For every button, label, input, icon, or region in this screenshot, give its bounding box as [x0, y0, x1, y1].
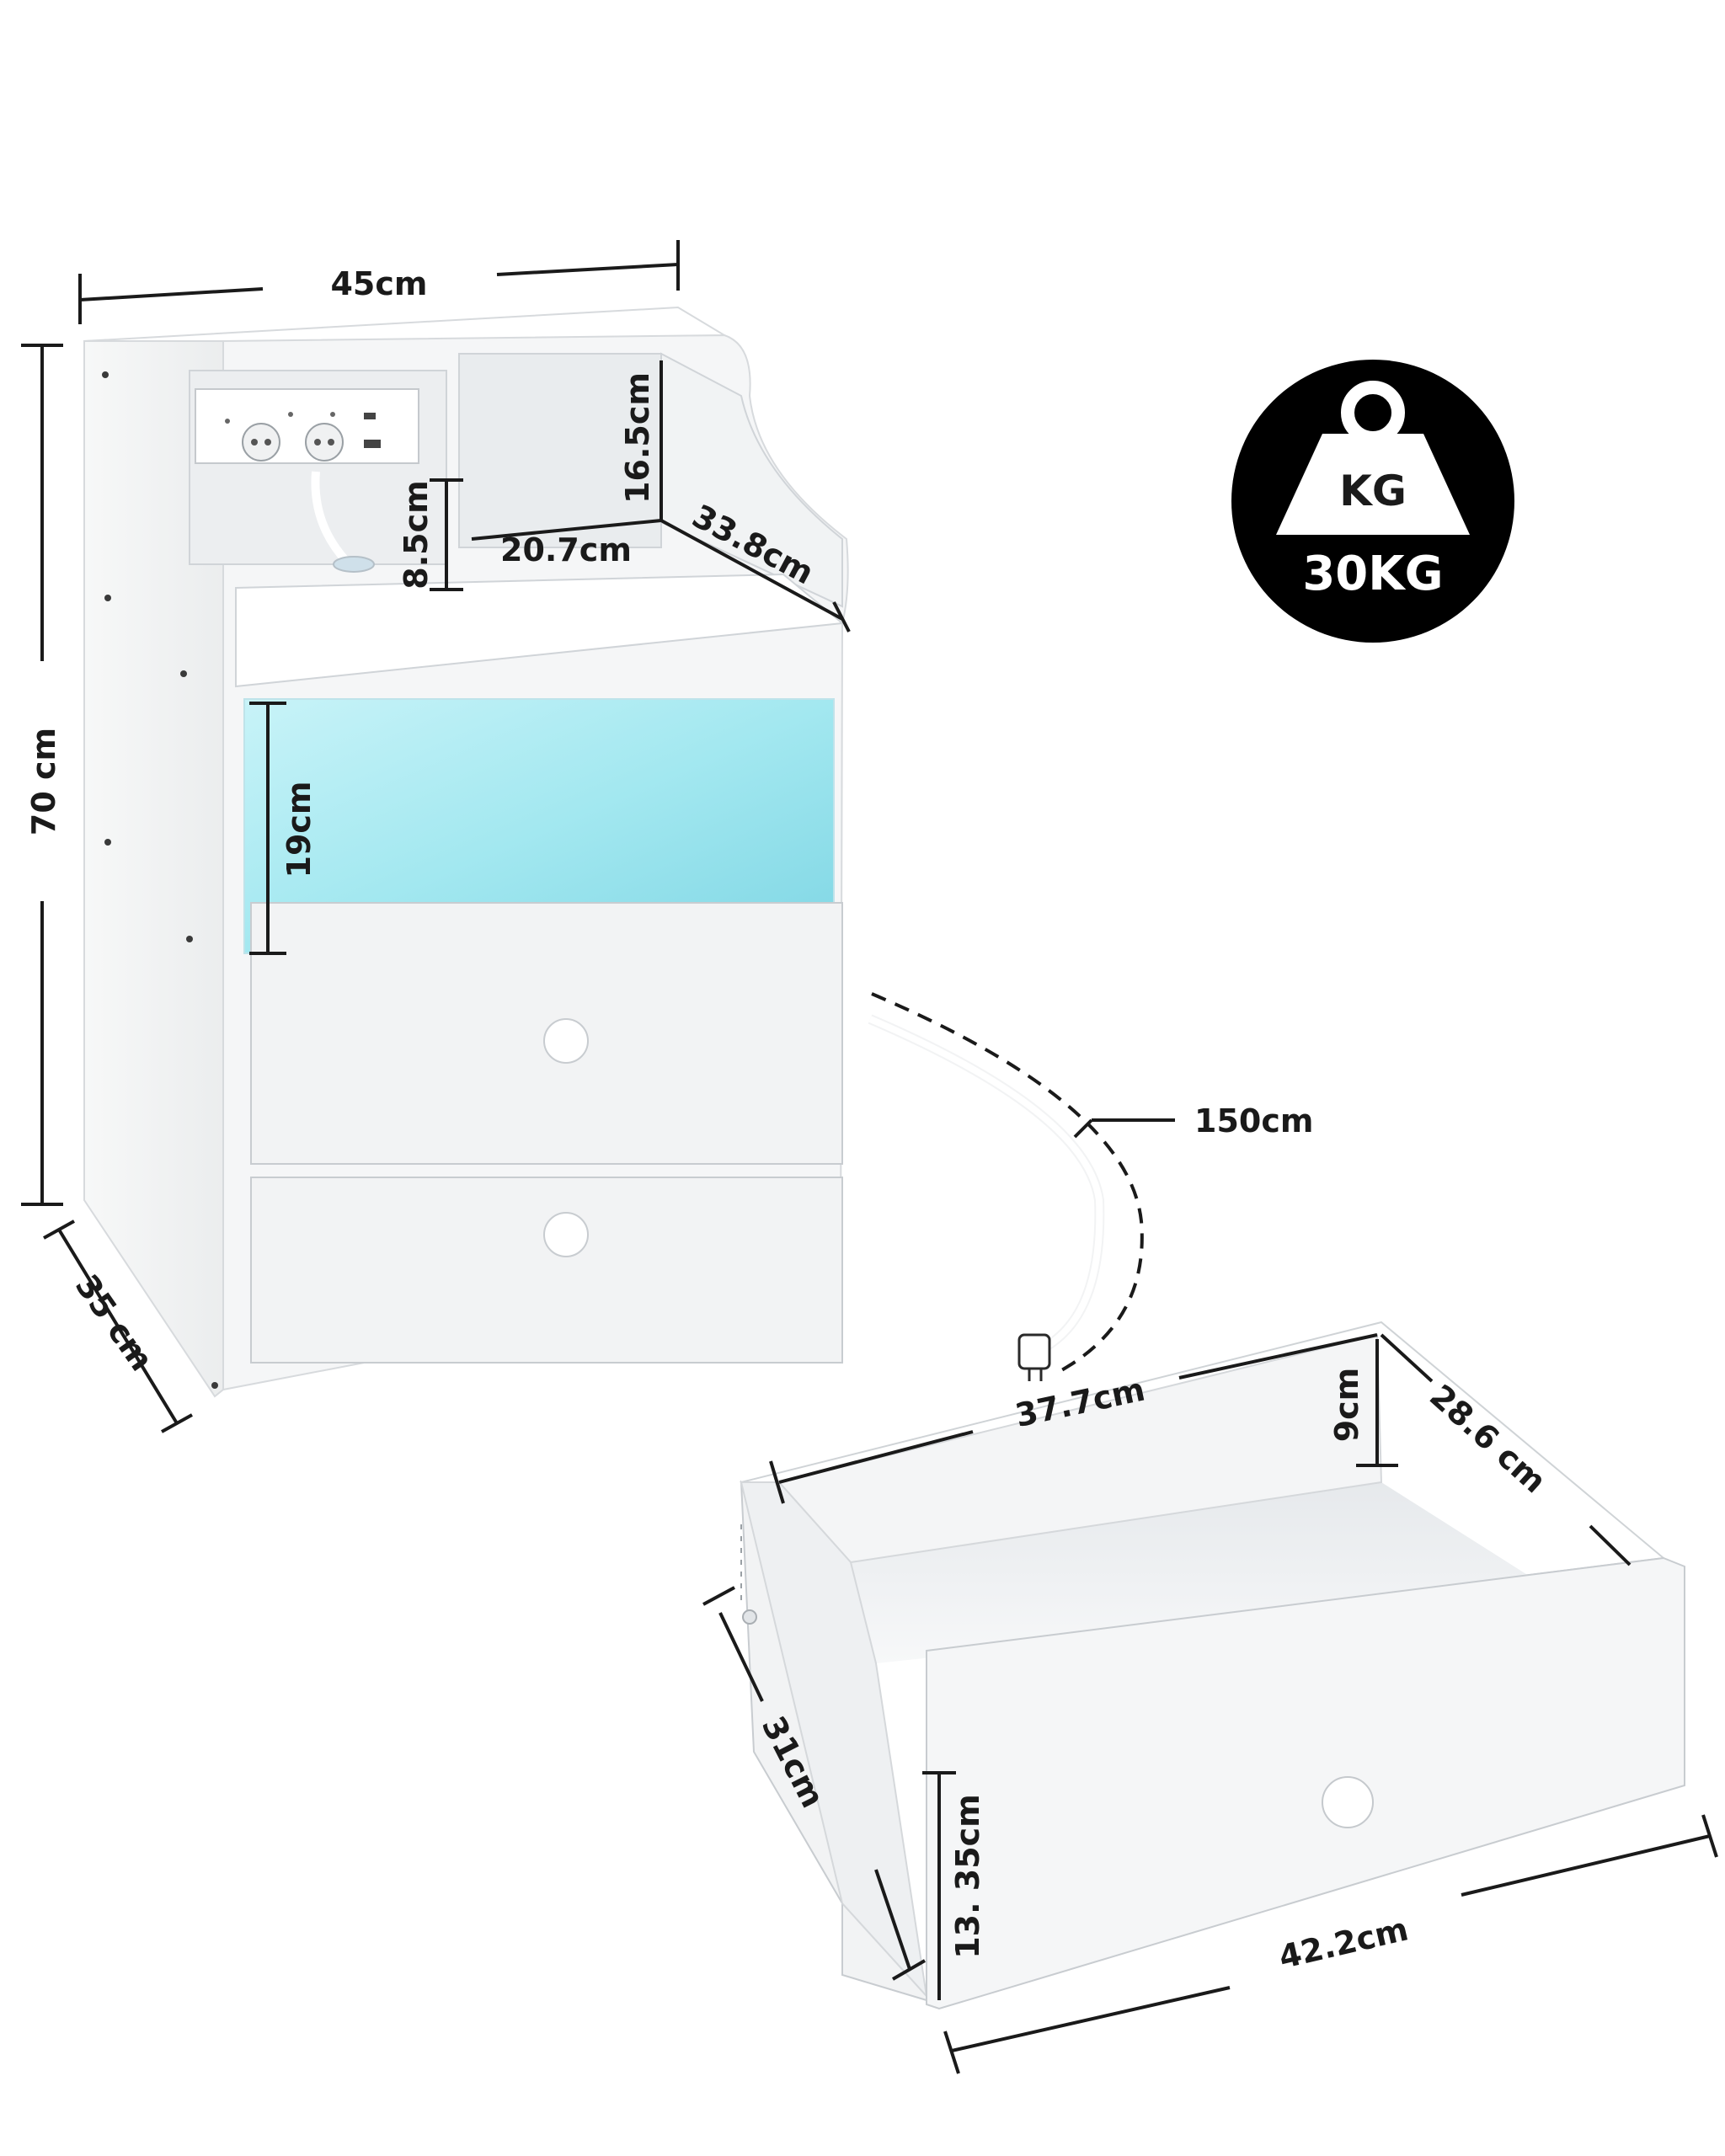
side-panel-holes	[102, 371, 218, 1389]
cable-grommet	[333, 556, 375, 573]
socket-outlet-left	[242, 423, 280, 462]
weight-unit-label: KG	[1339, 467, 1407, 515]
drawer-front-width-label: 42.2cm	[1275, 1910, 1412, 1976]
drawer-knob	[1322, 1776, 1374, 1828]
drawer-top-knob	[543, 1018, 589, 1064]
shelf-height-label: 16.5cm	[619, 372, 656, 504]
drawer-bottom-knob	[543, 1212, 589, 1257]
nightstand-dimension-lines	[21, 240, 1175, 1433]
weight-capacity-badge: KG 30KG	[1231, 360, 1514, 643]
drawer-bottom	[250, 1177, 843, 1364]
power-cable	[868, 1015, 1104, 1352]
cable-length-dashed-line	[871, 992, 1144, 1374]
drawer-front-panel	[926, 1556, 1685, 2010]
drawer-dimension-lines	[702, 1333, 1718, 2074]
led-height-label: 19cm	[280, 781, 318, 878]
power-strip	[195, 388, 419, 464]
drawer-inner-height-label: 9cm	[1328, 1368, 1365, 1443]
drawer-inner-floor	[851, 1482, 1554, 1663]
cable-length-label: 150cm	[1194, 1102, 1313, 1139]
socket-outlet-right	[305, 423, 344, 462]
weight-capacity-label: 30KG	[1302, 547, 1443, 601]
kettlebell-weight-icon	[1276, 381, 1470, 535]
plug-icon	[1017, 1333, 1051, 1381]
open-drawer	[739, 1321, 1685, 2010]
usb-port	[364, 440, 381, 448]
shelf-width-label: 20.7cm	[500, 531, 632, 568]
height-label: 70 cm	[25, 728, 62, 835]
drawer-front-height-label: 13. 35cm	[949, 1794, 986, 1959]
nightstand	[83, 306, 1105, 1398]
open-shelf-compartment	[458, 353, 662, 548]
width-label: 45cm	[330, 265, 427, 302]
shelf-board	[235, 573, 845, 688]
socket-height-label: 8.5cm	[398, 480, 435, 589]
internal-cable	[311, 471, 349, 563]
nightstand-top-edge	[83, 306, 728, 342]
